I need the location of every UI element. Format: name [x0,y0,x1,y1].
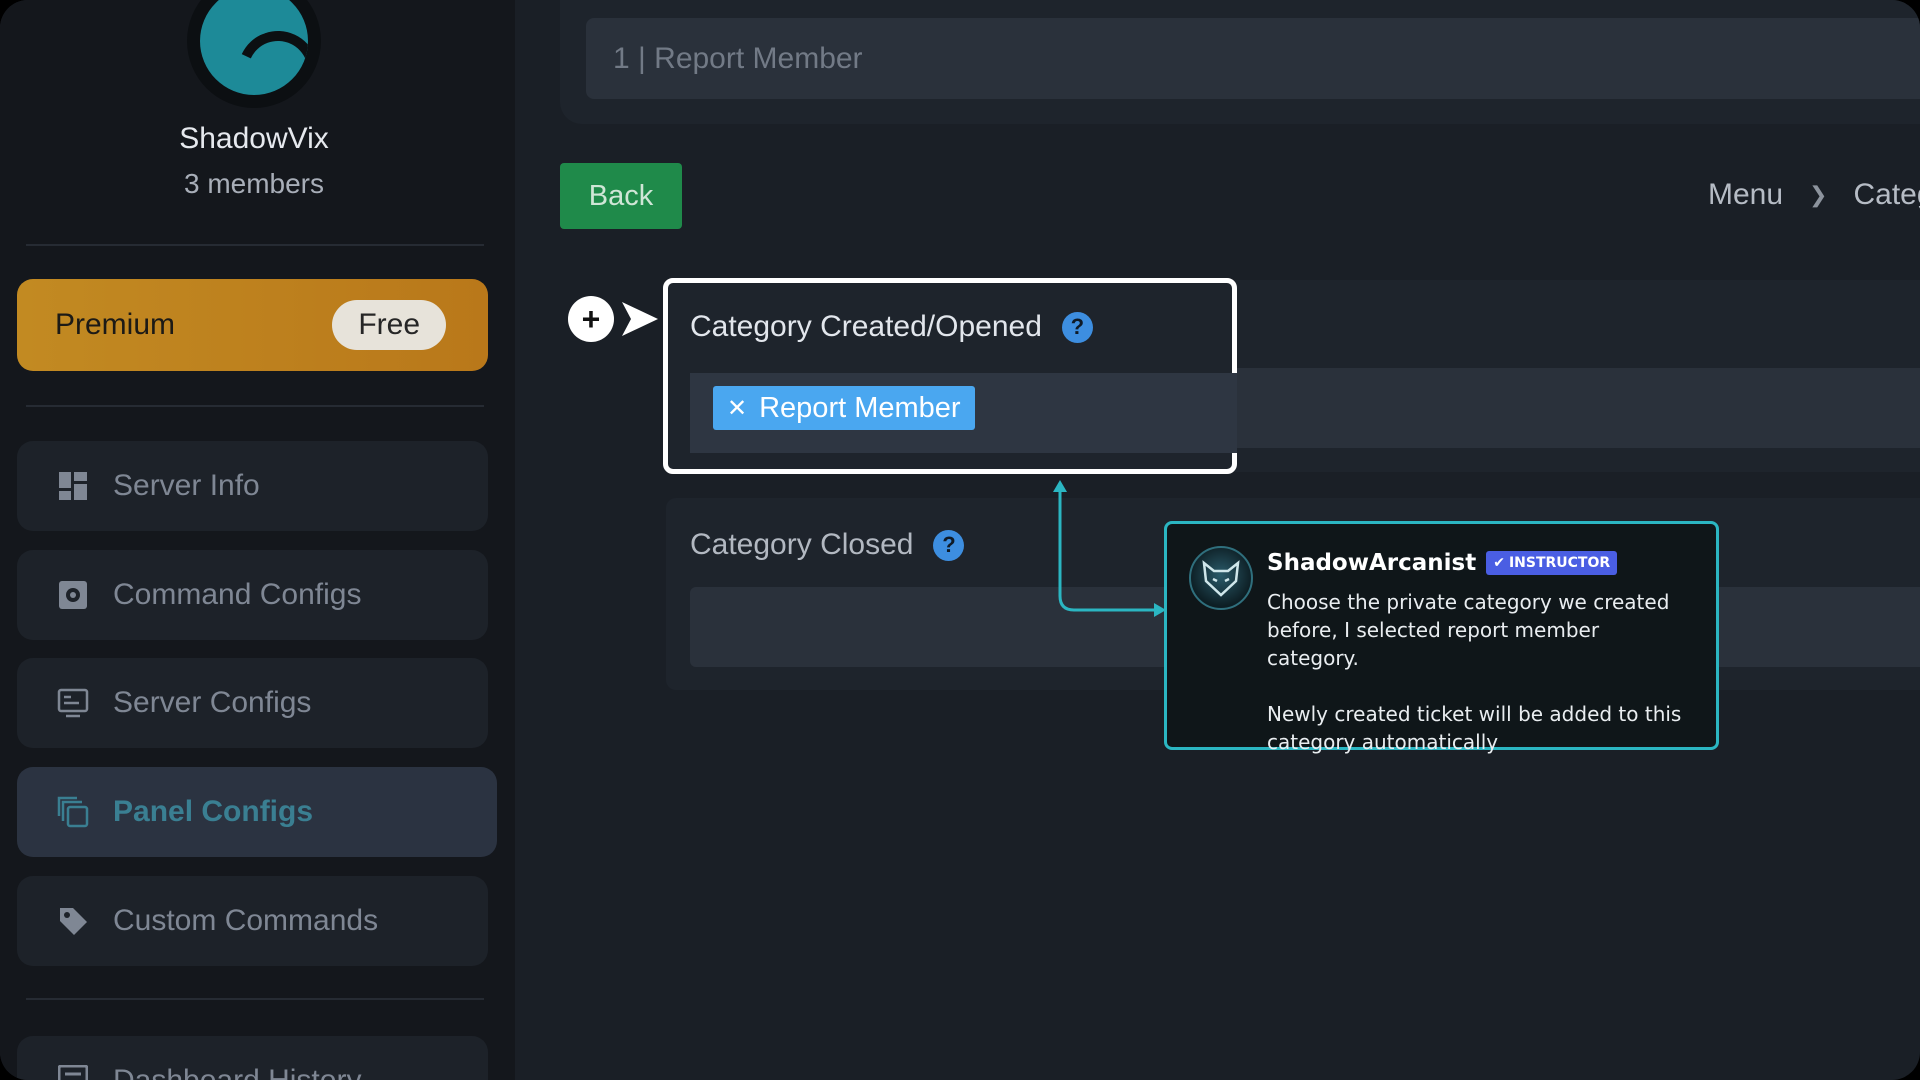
chevron-right-icon: ❯ [1809,182,1828,207]
fox-mask-icon [1202,560,1240,597]
selected-category-tag[interactable]: ✕ Report Member [713,386,975,430]
instructor-tooltip: ShadowArcanist ✔ INSTRUCTOR Choose the p… [1164,521,1719,754]
sidebar-item-server-info[interactable]: Server Info [17,441,488,531]
category-closed-title: Category Closed ? [690,528,965,562]
breadcrumb-menu[interactable]: Menu [1708,178,1784,211]
premium-label: Premium [55,308,176,341]
history-icon [57,1064,89,1080]
sidebar-item-custom-commands[interactable]: Custom Commands [17,876,488,966]
instructor-badge-label: INSTRUCTOR [1508,555,1611,571]
breadcrumb-category[interactable]: Categ [1853,178,1920,211]
sidebar: ShadowVix 3 members Premium Free Server … [0,0,515,1080]
server-name: ShadowVix [179,122,329,155]
sidebar-item-label: Server Info [113,469,260,502]
highlight-frame [663,278,1237,474]
sidebar-item-label: Server Configs [113,686,312,719]
callout-connector [1053,480,1166,617]
sidebar-divider [26,998,484,1000]
remove-tag-icon[interactable]: ✕ [727,394,748,422]
tooltip-body: Choose the private category we created b… [1267,588,1694,756]
category-closed-label: Category Closed [690,528,914,561]
tooltip-paragraph: Newly created ticket will be added to th… [1267,702,1682,754]
grid-icon [57,470,89,502]
check-icon: ✔ [1493,555,1505,571]
tag-label: Report Member [759,391,961,424]
help-icon[interactable]: ? [933,529,965,561]
monitor-icon [57,687,89,719]
tooltip-paragraph: Choose the private category we created b… [1267,590,1670,670]
sidebar-item-command-configs[interactable]: Command Configs [17,550,488,640]
member-count: 3 members [183,168,325,199]
sidebar-item-dashboard-history[interactable]: Dashboard History [17,1036,488,1080]
sidebar-item-server-configs[interactable]: Server Configs [17,658,488,748]
sidebar-item-panel-configs[interactable]: Panel Configs [17,767,497,857]
category-opened-title: Category Created/Opened ? [690,310,1093,344]
help-icon[interactable]: ? [1061,311,1093,343]
gear-icon [57,579,89,611]
stack-icon [57,796,89,828]
category-opened-label: Category Created/Opened [690,310,1042,343]
tooltip-header: ShadowArcanist ✔ INSTRUCTOR [1267,550,1694,576]
sidebar-divider [26,405,484,407]
sidebar-item-label: Panel Configs [113,795,314,828]
server-logo-icon [200,0,308,95]
tag-icon [57,905,89,937]
sidebar-item-label: Dashboard History [113,1064,361,1080]
instructor-badge: ✔ INSTRUCTOR [1486,551,1618,575]
server-avatar[interactable] [187,0,321,108]
plan-badge: Free [332,300,446,350]
back-button[interactable]: Back [560,163,682,229]
sidebar-item-label: Custom Commands [113,904,379,937]
plus-icon: + [568,296,614,342]
instructor-name: ShadowArcanist [1267,550,1477,576]
pointer-arrow-icon [622,302,658,336]
instructor-avatar [1189,546,1253,610]
breadcrumb: Menu ❯ Categ [1708,178,1920,212]
sidebar-item-label: Command Configs [113,578,362,611]
sidebar-divider [26,244,484,246]
panel-title-input[interactable]: 1 | Report Member [586,18,1920,99]
premium-button[interactable]: Premium Free [17,279,488,371]
